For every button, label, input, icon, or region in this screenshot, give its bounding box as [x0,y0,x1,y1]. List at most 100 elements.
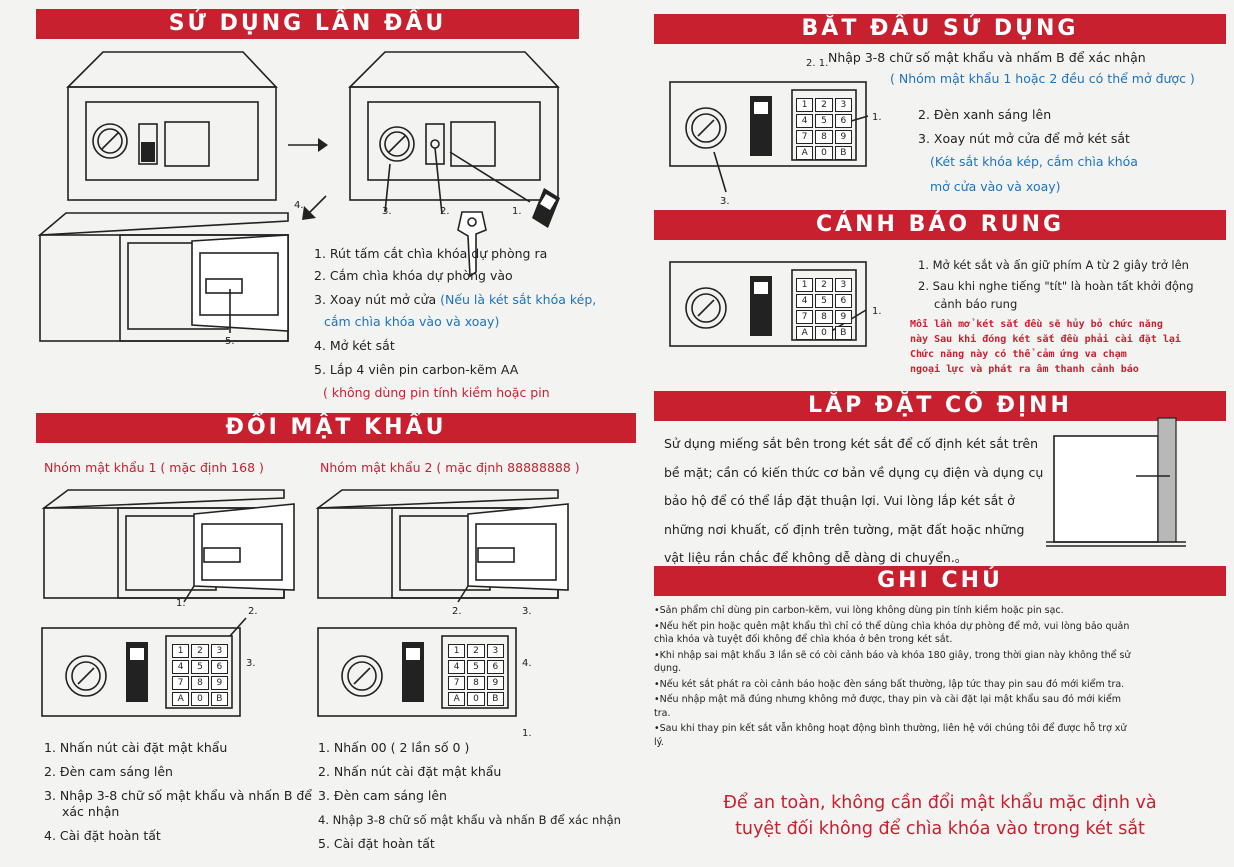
arrow-right-icon [288,138,328,152]
keypad-key: 6 [834,114,852,128]
keypad-key: 0 [815,146,833,160]
first-use-step-2: 2. Cắm chìa khóa dự phòng vào [314,268,513,283]
keypad-key: A [172,692,190,706]
group2-step: 1. Nhấn 00 ( 2 lần số 0 ) [318,740,470,755]
keypad-key: 4 [448,660,466,674]
wall-mount-illustration [1046,417,1186,547]
first-use-step-3-note: (Nếu là két sắt khóa kép, [440,292,597,307]
first-use-step-5: 5. Lắp 4 viên pin carbon-kẽm AA [314,362,519,377]
mounting-line: bảo hộ để có thể lắp đặt thuận lợi. Vui … [664,493,1015,508]
keypad-key: 6 [210,660,228,674]
vibration-step2b: cảnh báo rung [934,297,1018,311]
notes-list: •Sản phẩm chỉ dùng pin carbon-kẽm, vui l… [654,604,1214,749]
arrow-label-4: 4. [294,200,304,211]
vibration-warning-line: Mỗi lần mở két sắt đều sẽ hủy bỏ chức nă… [910,319,1163,330]
keypad-key: 5 [467,660,485,674]
note-line: dụng. [654,663,682,674]
keypad-key: 7 [172,676,190,690]
keypad-key: 7 [448,676,466,690]
first-use-step-5-note: ( không dùng pin tính kiềm hoặc pin [323,385,550,400]
note-line: •Nếu két sắt phát ra còi cảnh báo hoặc đ… [654,678,1125,690]
group2-callout-3: 3. [522,606,532,617]
start-use-step1-note: ( Nhóm mật khẩu 1 hoặc 2 đều có thể mở đ… [890,71,1195,86]
keypad-key: 3 [834,278,852,292]
group1-step: 2. Đèn cam sáng lên [44,764,173,779]
mounting-line: vật liệu rắn chắc để không dễ dàng di ch… [664,550,968,565]
keypad-key: 8 [467,676,485,690]
group1-step: 3. Nhập 3-8 chữ số mật khẩu và nhấn B để [44,788,312,803]
note-line: •Khi nhập sai mật khẩu 3 lần sẽ có còi c… [654,649,1131,661]
keypad-key: 7 [796,130,814,144]
vibration-control-panel [669,261,867,347]
group1-title: Nhóm mật khẩu 1 ( mặc định 168 ) [44,460,264,475]
group1-steps: 1. Nhấn nút cài đặt mật khẩu 2. Đèn cam … [44,740,314,844]
vibration-warning: Mỗi lần mở két sắt đều sẽ hủy bỏ chức nă… [910,317,1230,377]
note-line: •Sản phẩm chỉ dùng pin carbon-kẽm, vui l… [654,605,1064,616]
group1-control-panel [41,617,247,717]
keypad-key: 0 [191,692,209,706]
vibration-warning-line: Chức năng này có thể cảm ứng va chạm [910,349,1127,360]
mounting-line: những nơi khuất, cố định trên tường, mặt… [664,521,1025,537]
key-card-icon [532,188,560,228]
vibration-callout-1: 1. [872,306,882,317]
keypad-key: 6 [834,294,852,308]
keypad-key: B [210,692,228,706]
group2-safe-open [315,489,569,603]
keypad-key: 9 [834,130,852,144]
group1-callout-1: 1. [176,598,186,609]
note-line: tra. [654,707,671,719]
group2-title: Nhóm mật khẩu 2 ( mặc định 88888888 ) [320,460,580,475]
keypad-key: 0 [467,692,485,706]
first-use-step-3-label: 3. Xoay nút mở cửa [314,292,437,307]
note-line: •Sau khi thay pin kết sắt vẫn không hoạt… [654,723,1127,734]
keypad-key: 4 [796,114,814,128]
group2-callout-4: 4. [522,658,532,669]
group2-step: 4. Nhập 3-8 chữ số mật khẩu và nhấn B để… [318,813,621,827]
group1-safe-open [41,489,295,603]
start-use-step1: Nhập 3-8 chữ số mật khẩu và nhấm B để xá… [828,50,1146,65]
keypad-key: 0 [815,326,833,340]
safety-footer-line-2: tuyệt đối không để chìa khóa vào trong k… [735,819,1145,839]
first-use-step-4: 4. Mở két sắt [314,338,395,353]
keypad-key: 4 [796,294,814,308]
group1-step: 1. Nhấn nút cài đặt mật khẩu [44,740,228,755]
keypad-key: 2 [191,644,209,658]
keypad-key: 3 [834,98,852,112]
callout-5: 5. [225,336,235,347]
vibration-step2: 2. Sau khi nghe tiếng "tít" là hoàn tất … [918,279,1194,293]
callout-1: 1. [512,206,522,217]
note-line: •Nếu hết pin hoặc quên mật khẩu thì chỉ … [654,620,1130,632]
keypad-key: 7 [796,310,814,324]
note-line: •Nếu nhập mật mã đúng nhưng không mở đượ… [654,694,1121,705]
keypad-key: 3 [486,644,504,658]
group2-step: 3. Đèn cam sáng lên [318,788,447,803]
first-use-step-3: 3. Xoay nút mở cửa (Nếu là két sắt khóa … [314,292,596,308]
keypad-key: 4 [172,660,190,674]
group1-callout-3: 3. [246,658,256,669]
start-use-step2: 2. Đèn xanh sáng lên [918,107,1052,122]
first-use-banner: SỬ DỤNG LẦN ĐẦU [36,9,579,39]
keypad-key: A [796,326,814,340]
keypad-key: 3 [210,644,228,658]
keypad-key: 9 [834,310,852,324]
spare-key-icon [457,211,487,278]
keypad-key: 2 [815,98,833,112]
start-use-callout-1: 1. [872,112,882,123]
keypad-key: B [834,146,852,160]
keypad-key: B [834,326,852,340]
keypad-key: 8 [815,130,833,144]
start-use-step3-note2: mở cửa vào và xoay) [930,179,1061,194]
arrow-down-left-icon [302,195,327,220]
first-use-step-3-note2: cắm chìa khóa vào và xoay) [324,314,500,329]
keypad-key: 8 [191,676,209,690]
mounting-text: Sử dụng miếng sắt bên trong két sắt để c… [664,430,1084,573]
keypad-key: 9 [486,676,504,690]
note-line: chìa khóa và tuyệt đối không để chìa khó… [654,634,953,645]
vibration-alarm-banner: CẢNH BÁO RUNG [654,210,1226,240]
callout-2: 2. [440,206,450,217]
start-use-banner: BẮT ĐẦU SỬ DỤNG [654,14,1226,44]
first-use-step-1: 1. Rút tấm cắt chìa khóa dự phòng ra [314,246,548,261]
group1-callout-2: 2. [248,606,258,617]
